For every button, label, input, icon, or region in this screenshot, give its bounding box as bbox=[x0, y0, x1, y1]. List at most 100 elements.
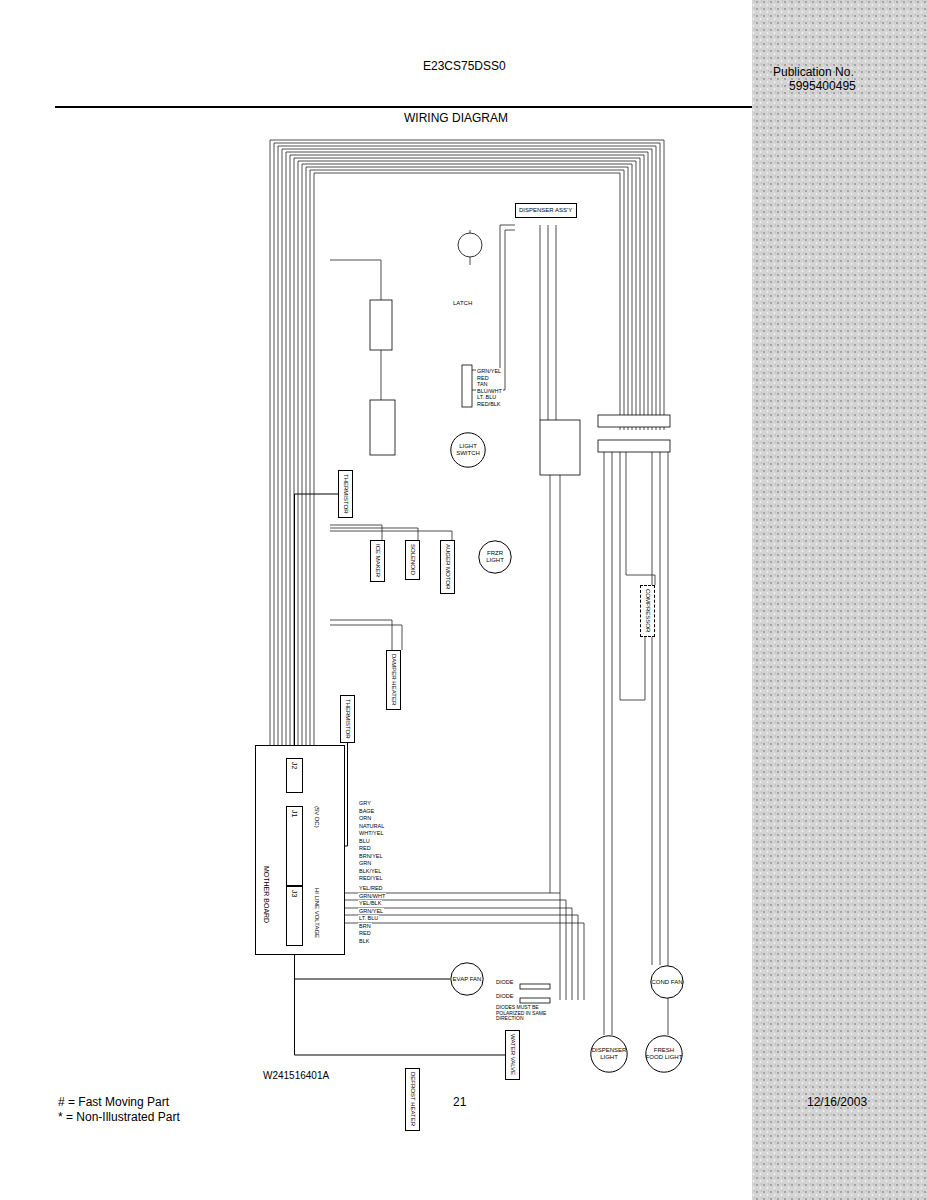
component-box: DISPENSER ASS'Y bbox=[515, 203, 577, 218]
wire-label: BLU bbox=[358, 838, 371, 844]
wire-label: BRN/YEL bbox=[358, 853, 384, 859]
component-label: J2 bbox=[290, 762, 298, 769]
component-label: FRZR LIGHT bbox=[478, 550, 512, 564]
page-text: 12/16/2003 bbox=[806, 1096, 868, 1109]
sensor-box: THERMISTOR bbox=[338, 470, 353, 518]
circle-outline bbox=[651, 966, 683, 998]
diagram-title: WIRING DIAGRAM bbox=[403, 112, 509, 125]
page-text: W241516401A bbox=[262, 1070, 330, 1081]
circle-outline bbox=[479, 541, 511, 573]
fan-motor-symbol bbox=[458, 233, 482, 257]
wire-label: YEL/RED bbox=[358, 885, 384, 891]
wire-label: GRN/WHT bbox=[358, 893, 386, 899]
component-box: AUGER MOTOR bbox=[440, 540, 455, 594]
connector-block bbox=[598, 440, 670, 452]
wire-label: LT. BLU bbox=[358, 915, 379, 921]
circle-outline bbox=[451, 963, 483, 995]
component-label: THERMISTOR bbox=[342, 474, 349, 514]
component-label: EVAP FAN bbox=[453, 976, 482, 983]
wire-label: RED bbox=[476, 375, 490, 381]
wire-label: WHT/YEL bbox=[358, 830, 384, 836]
wire-label: HI LINE VOLTAGE bbox=[312, 888, 321, 938]
circle-outline bbox=[451, 433, 485, 467]
diode-symbol bbox=[520, 998, 550, 1003]
component-label: COND FAN bbox=[651, 979, 682, 986]
component-label: DAMPER HEATER bbox=[390, 654, 397, 705]
component-label: SOLENOID bbox=[409, 544, 416, 575]
component-label: DISPENSER LIGHT bbox=[590, 1047, 628, 1061]
component-label: THERMISTOR bbox=[344, 699, 351, 739]
component-label: DISPENSER ASS'Y bbox=[519, 207, 573, 214]
connector-block bbox=[370, 300, 392, 350]
lamp-symbol: FRZR LIGHT bbox=[478, 540, 512, 574]
component-label: LIGHT SWITCH bbox=[450, 443, 486, 457]
component-label: AUGER MOTOR bbox=[444, 544, 451, 589]
wire-label: YEL/BLK bbox=[358, 900, 382, 906]
component-label: J3 bbox=[290, 890, 298, 897]
wire-label: GRN/YEL bbox=[476, 368, 502, 374]
heater-box: DAMPER HEATER bbox=[386, 650, 401, 710]
connector-block bbox=[598, 415, 670, 427]
wire-label: BLK/YEL bbox=[358, 868, 382, 874]
diode-symbol bbox=[520, 984, 550, 989]
control-board: MOTHER BOARD J2J1J3 bbox=[255, 745, 345, 955]
wire-bundle bbox=[604, 452, 668, 1035]
wire-label: NATURAL bbox=[358, 823, 385, 829]
wire-run bbox=[330, 225, 515, 650]
connector-block: J3 bbox=[286, 886, 303, 946]
wire-label: LATCH bbox=[452, 300, 473, 307]
connector-block: J2 bbox=[286, 758, 303, 793]
wire-label: RED bbox=[358, 930, 372, 936]
wire-label: RED/YEL bbox=[358, 875, 384, 881]
component-label: FRESH FOOD LIGHT bbox=[645, 1047, 683, 1061]
component-box: SOLENOID bbox=[405, 540, 420, 580]
page-text: Publication No. bbox=[772, 66, 855, 79]
wire-label: BLK bbox=[358, 938, 370, 944]
connector-block bbox=[462, 365, 472, 407]
component-label: WATER VALVE bbox=[509, 1034, 516, 1075]
fan-motor-symbol: EVAP FAN bbox=[450, 962, 484, 996]
component-box: ICE MAKER bbox=[370, 540, 385, 582]
fan-motor-symbol: COND FAN bbox=[650, 965, 684, 999]
wire-label: RED bbox=[358, 845, 372, 851]
wire-label: GRN/YEL bbox=[358, 908, 384, 914]
wire-label: GRN bbox=[358, 860, 372, 866]
connector-block: J1 bbox=[286, 806, 303, 886]
wire-connector bbox=[295, 946, 506, 1055]
page-text: * = Non-Illustrated Part bbox=[57, 1111, 181, 1124]
component-label: J1 bbox=[290, 810, 298, 817]
header-rule bbox=[55, 106, 752, 108]
component-box: COMPRESSOR bbox=[640, 585, 655, 637]
lamp-symbol: FRESH FOOD LIGHT bbox=[645, 1035, 683, 1073]
wire-label: BAGE bbox=[358, 808, 375, 814]
speckle-band bbox=[752, 0, 927, 1200]
wire-label: RED/BLK bbox=[476, 401, 502, 407]
wire-label: BLU/WHT bbox=[476, 388, 503, 394]
wire-label: (5V DC) bbox=[312, 806, 321, 828]
wire-label: DIODES MUST BE POLARIZED IN SAME DIRECTI… bbox=[495, 1005, 557, 1022]
page-text: E23CS75DSS0 bbox=[422, 60, 507, 73]
wire-label: ORN bbox=[358, 815, 372, 821]
page-text: 5995400495 bbox=[788, 80, 857, 93]
connector-block bbox=[540, 420, 580, 475]
wire-label: GRY bbox=[358, 800, 372, 806]
lamp-symbol: DISPENSER LIGHT bbox=[590, 1035, 628, 1073]
circle-outline bbox=[646, 1036, 682, 1072]
component-label: DEFROST HEATER bbox=[409, 1072, 416, 1126]
page-text: # = Fast Moving Part bbox=[57, 1096, 170, 1109]
heater-box: DEFROST HEATER bbox=[405, 1068, 420, 1131]
wire-label: TAN bbox=[476, 381, 489, 387]
switch-symbol: LIGHT SWITCH bbox=[450, 432, 486, 468]
wire-label: LT. BLU bbox=[476, 394, 497, 400]
wire-connector bbox=[295, 494, 339, 758]
sensor-box: THERMISTOR bbox=[340, 695, 355, 743]
wire-label: BRN bbox=[358, 923, 372, 929]
circle-outline bbox=[591, 1036, 627, 1072]
component-label: MOTHER BOARD bbox=[262, 866, 270, 923]
connector-block bbox=[370, 400, 395, 455]
page-text: 21 bbox=[452, 1096, 467, 1109]
wire-run bbox=[345, 225, 584, 1000]
